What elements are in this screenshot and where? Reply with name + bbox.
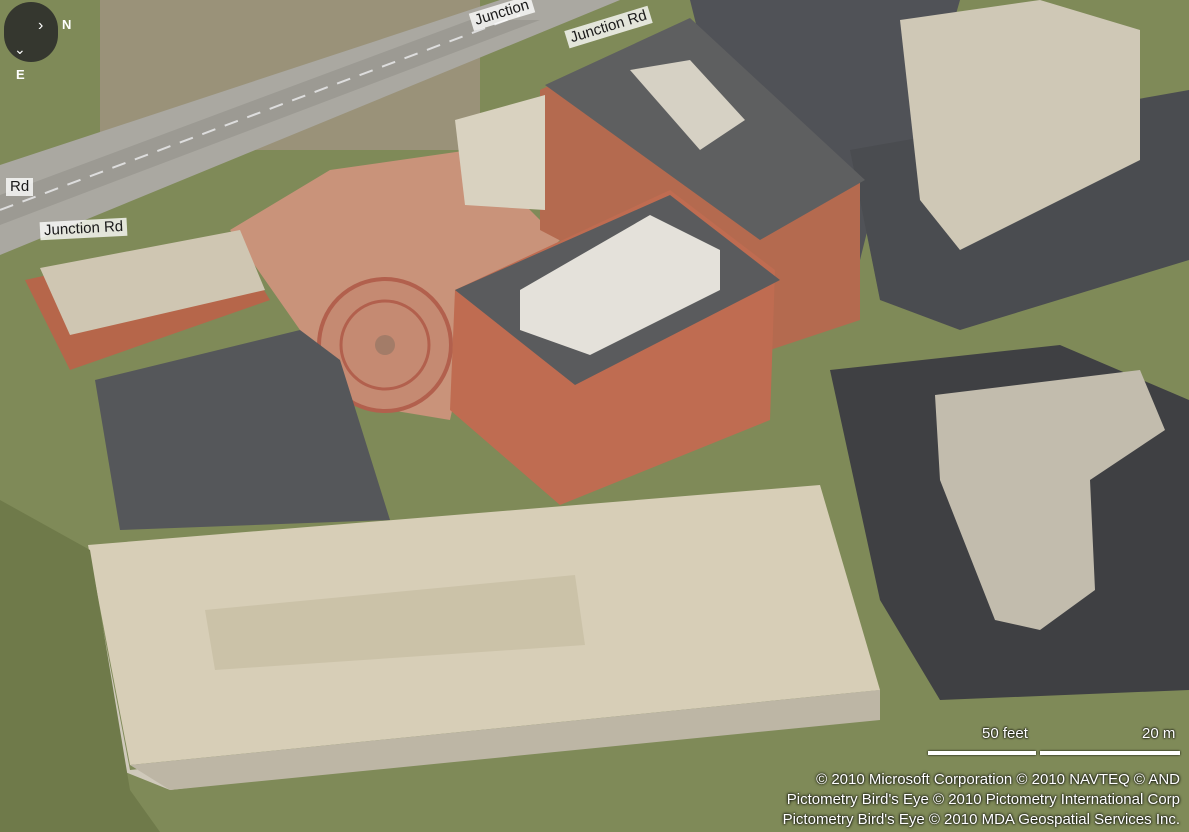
chevron-down-icon[interactable]: ⌄	[14, 41, 26, 57]
scale-bar: 50 feet 20 m	[924, 725, 1184, 759]
hotel-building	[935, 370, 1165, 630]
road-label-rd: Rd	[6, 178, 34, 196]
north-label: N	[62, 17, 72, 32]
scale-feet-bar	[928, 751, 1036, 755]
copyright-line-1: © 2010 Microsoft Corporation © 2010 NAVT…	[816, 771, 1180, 788]
junction-road-lanes	[0, 20, 540, 225]
copyright-line-3: Pictometry Bird's Eye © 2010 MDA Geospat…	[782, 811, 1180, 828]
scale-meters-bar	[1040, 751, 1180, 755]
junction-road	[0, 0, 620, 255]
lower-grass	[0, 500, 160, 832]
bank-roof	[520, 215, 720, 355]
copyright-notice: © 2010 Microsoft Corporation © 2010 NAVT…	[710, 770, 1180, 830]
east-label: E	[16, 67, 25, 82]
rotunda-wing	[455, 95, 545, 210]
retail-building-right	[900, 0, 1140, 250]
copyright-line-2: Pictometry Bird's Eye © 2010 Pictometry …	[786, 791, 1180, 808]
scale-feet-label: 50 feet	[982, 725, 1028, 742]
scale-meters-label: 20 m	[1142, 725, 1176, 742]
parking-lot-left	[95, 330, 390, 530]
chevron-right-icon[interactable]: ›	[38, 17, 44, 34]
compass-control[interactable]: N E › ⌄	[4, 2, 71, 82]
